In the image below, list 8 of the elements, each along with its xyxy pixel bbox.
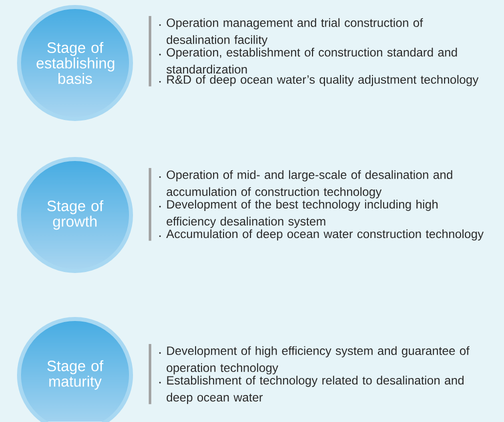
bullet-item: Operation management and trial construction of desalination facility bbox=[166, 18, 423, 46]
bullet-item: Accumulation of deep ocean water construction technology bbox=[166, 229, 484, 241]
bullet-item: Operation, establishment of construction standard and standardization bbox=[166, 48, 457, 74]
bullet-item: Development of high efficiency system and guarantee of operation technology bbox=[166, 346, 470, 374]
bullet-item: Operation of mid- and large-scale of desalination and accumulation of construction technology bbox=[166, 170, 452, 198]
bullet-item: R&D of deep ocean water’s quality adjustment technology bbox=[167, 75, 479, 86]
bullet-item: Development of the best technology including high efficiency desalination system bbox=[166, 200, 438, 228]
bullet-item: Establishment of technology related to desalination and deep ocean water bbox=[166, 376, 464, 404]
